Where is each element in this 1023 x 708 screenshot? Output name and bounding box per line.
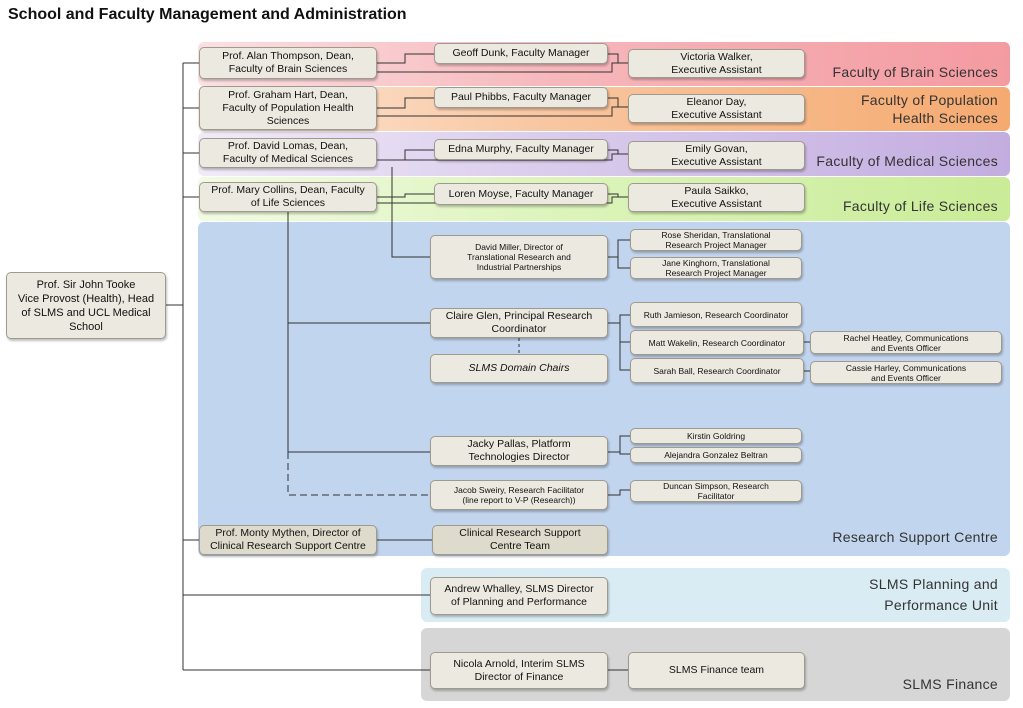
box-emily-govan[interactable]: Emily Govan, Executive Assistant	[628, 141, 805, 170]
box-monty-mythen[interactable]: Prof. Monty Mythen, Director of Clinical…	[199, 525, 377, 555]
box-loren-moyse[interactable]: Loren Moyse, Faculty Manager	[434, 183, 608, 205]
box-kirstin-goldring[interactable]: Kirstin Goldring	[630, 428, 802, 444]
box-ruth-jamieson[interactable]: Ruth Jamieson, Research Coordinator	[630, 302, 802, 327]
box-edna-murphy[interactable]: Edna Murphy, Faculty Manager	[434, 139, 608, 160]
box-slms-domain-chairs[interactable]: SLMS Domain Chairs	[430, 354, 608, 383]
box-sarah-ball[interactable]: Sarah Ball, Research Coordinator	[630, 358, 804, 383]
box-mary-collins[interactable]: Prof. Mary Collins, Dean, Faculty of Lif…	[199, 182, 377, 212]
box-david-miller[interactable]: David Miller, Director of Translational …	[430, 235, 608, 279]
box-victoria-walker[interactable]: Victoria Walker, Executive Assistant	[628, 49, 805, 78]
box-jane-kinghorn[interactable]: Jane Kinghorn, Translational Research Pr…	[630, 257, 802, 279]
box-alejandra-gonzalez-beltran[interactable]: Alejandra Gonzalez Beltran	[630, 447, 802, 463]
box-paul-phibbs[interactable]: Paul Phibbs, Faculty Manager	[434, 87, 608, 108]
box-john-tooke[interactable]: Prof. Sir John Tooke Vice Provost (Healt…	[6, 272, 166, 339]
box-andrew-whalley[interactable]: Andrew Whalley, SLMS Director of Plannin…	[430, 577, 608, 615]
page-title: School and Faculty Management and Admini…	[8, 6, 407, 23]
box-rachel-heatley[interactable]: Rachel Heatley, Communications and Event…	[810, 331, 1002, 354]
box-duncan-simpson[interactable]: Duncan Simpson, Research Facilitator	[630, 480, 802, 502]
unit-label-medical-sciences: Faculty of Medical Sciences	[816, 153, 998, 169]
box-clinical-research-support-team[interactable]: Clinical Research Support Centre Team	[432, 525, 608, 555]
box-jacky-pallas[interactable]: Jacky Pallas, Platform Technologies Dire…	[430, 436, 608, 466]
box-nicola-arnold[interactable]: Nicola Arnold, Interim SLMS Director of …	[430, 652, 608, 689]
box-matt-wakelin[interactable]: Matt Wakelin, Research Coordinator	[630, 330, 804, 355]
box-jacob-sweiry[interactable]: Jacob Sweiry, Research Facilitator (line…	[430, 480, 608, 510]
unit-label-finance: SLMS Finance	[902, 676, 998, 692]
unit-label-brain-sciences: Faculty of Brain Sciences	[832, 64, 998, 80]
unit-label-life-sciences: Faculty of Life Sciences	[842, 198, 998, 214]
box-claire-glen[interactable]: Claire Glen, Principal Research Coordina…	[430, 308, 608, 338]
box-david-lomas[interactable]: Prof. David Lomas, Dean, Faculty of Medi…	[199, 138, 377, 168]
unit-label-research-support-centre: Research Support Centre	[832, 529, 998, 545]
box-paula-saikko[interactable]: Paula Saikko, Executive Assistant	[628, 183, 805, 212]
box-geoff-dunk[interactable]: Geoff Dunk, Faculty Manager	[434, 43, 608, 64]
box-graham-hart[interactable]: Prof. Graham Hart, Dean, Faculty of Popu…	[199, 86, 377, 130]
unit-label-population-health: Faculty of Population Health Sciences	[860, 92, 998, 126]
box-eleanor-day[interactable]: Eleanor Day, Executive Assistant	[628, 94, 805, 123]
box-cassie-harley[interactable]: Cassie Harley, Communications and Events…	[810, 361, 1002, 384]
box-rose-sheridan[interactable]: Rose Sheridan, Translational Research Pr…	[630, 229, 802, 251]
unit-label-planning-unit: SLMS Planning and Performance Unit	[869, 576, 998, 613]
box-alan-thompson[interactable]: Prof. Alan Thompson, Dean, Faculty of Br…	[199, 47, 377, 79]
box-slms-finance-team[interactable]: SLMS Finance team	[628, 652, 805, 689]
